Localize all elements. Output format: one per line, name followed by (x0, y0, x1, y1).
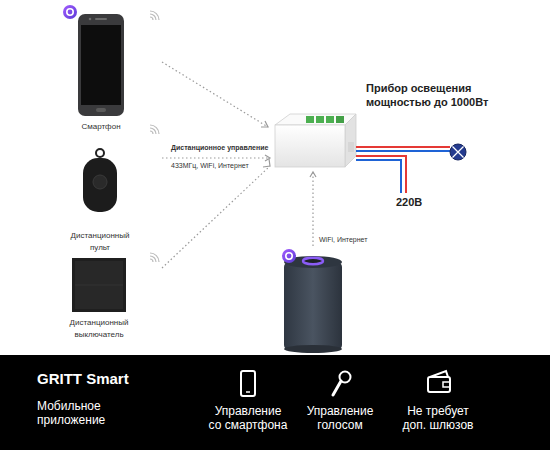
relay-figure (345, 114, 356, 167)
wifi-symbol (150, 253, 159, 262)
alice-icon (282, 249, 296, 263)
power-wire (356, 146, 450, 148)
brand-title: GRITT Smart (37, 370, 207, 388)
power-wire (356, 156, 406, 193)
alice-icon (286, 253, 292, 259)
phone-icon (241, 371, 255, 396)
text-slot: WiFi, Интернет (319, 236, 399, 244)
device-caption: Смартфон (61, 122, 141, 132)
lamp-symbol (453, 147, 464, 158)
relay-figure (275, 114, 356, 125)
phone-icon (246, 391, 250, 393)
control-arrow (310, 172, 316, 177)
voltage-label: 220В (396, 196, 456, 209)
wall-switch-figure (72, 258, 126, 312)
relay-figure (306, 116, 314, 123)
smart-speaker-figure (303, 258, 323, 264)
alice-icon (282, 249, 296, 263)
wallet-icon (428, 377, 450, 392)
power-wire (356, 150, 450, 152)
smartphone-figure (81, 25, 121, 105)
wallet-icon (430, 371, 448, 377)
relay-figure (316, 116, 324, 123)
text-slot: Смартфон (61, 122, 141, 132)
smart-speaker-figure (284, 345, 342, 353)
wall-switch-figure (75, 285, 123, 286)
relay-figure (336, 116, 344, 123)
phone-icon (241, 371, 255, 396)
wall-switch-figure (72, 258, 126, 312)
link-label: Дистанционное управление (171, 144, 271, 152)
relay-figure (348, 142, 354, 152)
wallet-icon (428, 371, 450, 392)
control-arrow (162, 166, 270, 268)
lamp-symbol (450, 144, 466, 160)
feature-text: Мобильное приложение (37, 399, 137, 428)
relay-figure (275, 114, 356, 167)
link-label: 433МГц, WiFi, Интернет (171, 162, 271, 170)
power-wire (356, 147, 450, 193)
wallet-icon (443, 382, 450, 387)
relay-figure (275, 125, 345, 167)
text-slot: 220В (396, 196, 456, 209)
alice-icon (63, 5, 77, 19)
text-slot: Дистанционное управление (171, 144, 271, 152)
wifi-symbol (150, 11, 159, 20)
smartphone-figure (95, 18, 107, 20)
smartphone-figure (89, 18, 92, 21)
smartphone-figure (96, 108, 106, 112)
smartphone-figure (78, 14, 124, 116)
power-wire (356, 160, 401, 193)
feature-text: Не требует доп. шлюзов (398, 404, 478, 433)
link-label: WiFi, Интернет (319, 236, 399, 244)
feature-text: Управление голосом (300, 404, 380, 433)
text-slot: GRITT Smart (37, 370, 207, 388)
relay-figure (326, 116, 334, 123)
alice-icon (63, 5, 77, 19)
wifi-symbol (150, 11, 159, 262)
keyfob-figure (93, 175, 107, 189)
keyfob-figure (83, 149, 117, 212)
lamp-symbol (450, 144, 466, 160)
text-slot: Дистанционный пульт (62, 230, 138, 254)
microphone-icon (333, 372, 351, 396)
wall-switch-figure (75, 261, 123, 309)
keyfob-figure (96, 149, 104, 157)
text-slot: Прибор освещения мощностью до 1000Вт (366, 82, 506, 110)
device-caption: Дистанционный пульт (62, 230, 138, 254)
feature-text: Управление со смартфона (208, 404, 288, 433)
feature-band: GRITT SmartМобильное приложение Управлени… (0, 355, 550, 450)
keyfob-figure (83, 158, 117, 212)
control-arrow (162, 157, 270, 158)
smartphone-figure (78, 14, 124, 116)
microphone-icon (333, 381, 341, 395)
load-label: Прибор освещения мощностью до 1000Вт (366, 82, 506, 110)
alice-icon (67, 9, 73, 15)
band-ground (0, 355, 550, 450)
control-arrow (312, 172, 313, 246)
device-caption: Дистанционный выключатель (61, 317, 137, 341)
text-slot: Дистанционный выключатель (61, 317, 137, 341)
text-slot: Управление голосом (300, 404, 380, 433)
control-arrow (261, 121, 268, 127)
text-slot: Управление со смартфона (208, 404, 288, 433)
text-slot: 433МГц, WiFi, Интернет (171, 162, 271, 170)
control-arrow (162, 62, 268, 127)
control-arrow (263, 159, 270, 167)
smart-speaker-figure (284, 256, 342, 353)
wifi-symbol (150, 125, 159, 134)
text-slot: Не требует доп. шлюзов (398, 404, 478, 433)
smart-speaker-figure (284, 262, 342, 350)
text-slot: Мобильное приложение (37, 399, 137, 428)
